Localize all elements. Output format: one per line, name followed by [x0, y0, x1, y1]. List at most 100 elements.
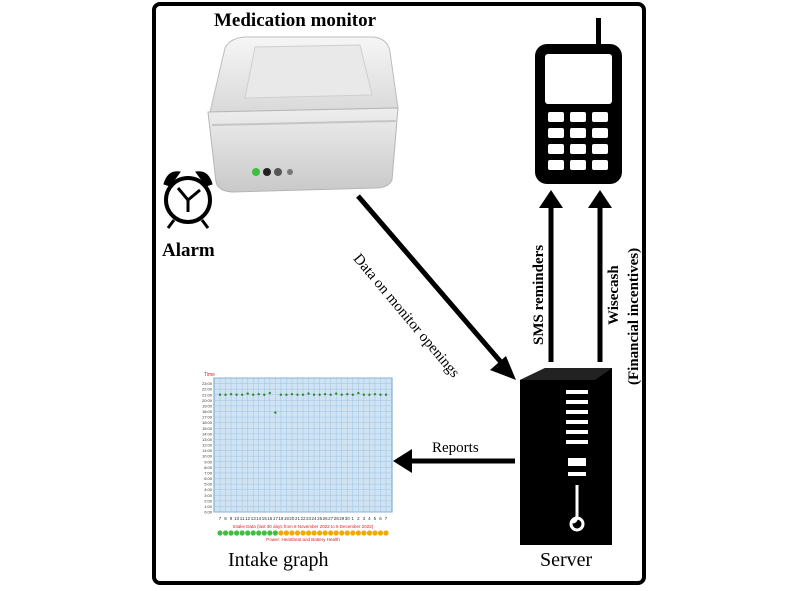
status-dot [355, 530, 361, 536]
x-tick-label: 14 [256, 516, 262, 521]
x-tick-label: 4 [368, 516, 371, 521]
status-dot [366, 530, 372, 536]
y-tick-label: 11:00 [202, 448, 212, 453]
intake-point [268, 391, 271, 395]
status-dot [267, 530, 273, 536]
status-dot [234, 530, 240, 536]
server-label: Server [540, 549, 593, 571]
mobile-phone-icon [535, 18, 622, 184]
arrow-sms-head [539, 190, 563, 208]
intake-point [218, 393, 222, 396]
arrows [356, 190, 612, 473]
status-dot [305, 530, 312, 536]
y-tick-label: 8:00 [204, 465, 213, 470]
status-dot [377, 530, 384, 536]
arrow-monitor-to-server-head [490, 356, 516, 380]
y-tick-label: 19:00 [202, 403, 213, 408]
intake-point [263, 393, 266, 396]
intake-point [235, 393, 238, 396]
intake-point [335, 392, 338, 395]
status-dot [228, 530, 234, 536]
intake-point [252, 393, 255, 396]
graph-status-caption: Power: Heartbeat and Battery Health [266, 537, 340, 542]
y-tick-label: 23:00 [202, 381, 213, 386]
status-dot [283, 530, 289, 536]
status-dot [383, 530, 389, 536]
status-dot [350, 530, 356, 536]
status-dot [339, 530, 345, 536]
status-dot [328, 530, 334, 536]
x-tick-label: 10 [234, 516, 240, 521]
status-dot [250, 530, 256, 536]
status-dot [317, 530, 323, 536]
intake-point [351, 393, 354, 396]
intake-point [290, 392, 294, 396]
intake-point [379, 393, 382, 396]
x-tick-label: 26 [323, 516, 329, 521]
x-tick-label: 28 [334, 516, 340, 521]
status-dot [256, 530, 262, 536]
x-tick-label: 18 [278, 516, 284, 521]
status-dot [272, 530, 278, 536]
y-tick-label: 16:00 [202, 420, 213, 425]
y-tick-label: 7:00 [204, 470, 213, 475]
intake-point [357, 391, 360, 395]
medication-monitor-label: Medication monitor [214, 10, 377, 31]
medication-monitor-device [207, 36, 399, 193]
diagram-frame [152, 2, 646, 585]
intake-point [323, 392, 327, 396]
status-dot [344, 530, 350, 536]
x-tick-label: 15 [262, 516, 268, 521]
intake-point [312, 393, 316, 396]
graph-points [218, 391, 388, 414]
status-dot [294, 530, 301, 536]
graph-grid [214, 377, 392, 513]
y-tick-label: 20:00 [202, 398, 213, 403]
x-tick-label: 13 [251, 516, 257, 521]
server-icon [520, 368, 612, 545]
status-dot [322, 530, 328, 536]
status-dot [333, 530, 339, 536]
status-dot [261, 530, 267, 536]
intake-point [318, 393, 321, 396]
x-tick-label: 25 [317, 516, 323, 521]
x-tick-label: 16 [267, 516, 273, 521]
x-tick-label: 30 [345, 516, 351, 521]
intake-point [246, 392, 249, 395]
y-tick-label: 9:00 [204, 459, 213, 464]
x-tick-label: 7 [219, 516, 222, 521]
intake-point [224, 393, 227, 396]
x-tick-label: 19 [284, 516, 290, 521]
arrow-monitor-to-server [356, 194, 508, 370]
intake-point [307, 392, 310, 395]
y-tick-label: 18:00 [202, 409, 213, 414]
intake-point [279, 393, 283, 396]
intake-point [373, 392, 377, 396]
reports-label: Reports [432, 440, 479, 456]
status-dot [278, 530, 284, 536]
intake-point [240, 393, 244, 396]
intake-point [329, 393, 332, 396]
y-tick-label: 22:00 [202, 387, 213, 392]
status-dot [311, 530, 317, 536]
x-tick-label: 7 [385, 516, 388, 521]
x-tick-label: 9 [230, 516, 233, 521]
arrow-wisecash-head [588, 190, 612, 208]
status-dot [239, 530, 245, 536]
y-tick-label: 12:00 [202, 443, 213, 448]
graph-y-ticks: 23:0022:0021:0020:0019:0018:0017:0016:00… [202, 381, 213, 514]
y-tick-label: 1:00 [204, 504, 213, 509]
x-tick-label: 5 [374, 516, 377, 521]
y-tick-label: 3:00 [204, 493, 213, 498]
intake-point [229, 392, 233, 396]
graph-y-title: Time [204, 372, 215, 378]
alarm-label: Alarm [162, 240, 215, 261]
x-tick-label: 29 [339, 516, 345, 521]
status-dot [222, 530, 229, 536]
y-tick-label: 6:00 [204, 476, 213, 481]
graph-status-dots [217, 530, 389, 536]
intake-point [301, 393, 305, 396]
status-dot [289, 530, 295, 536]
